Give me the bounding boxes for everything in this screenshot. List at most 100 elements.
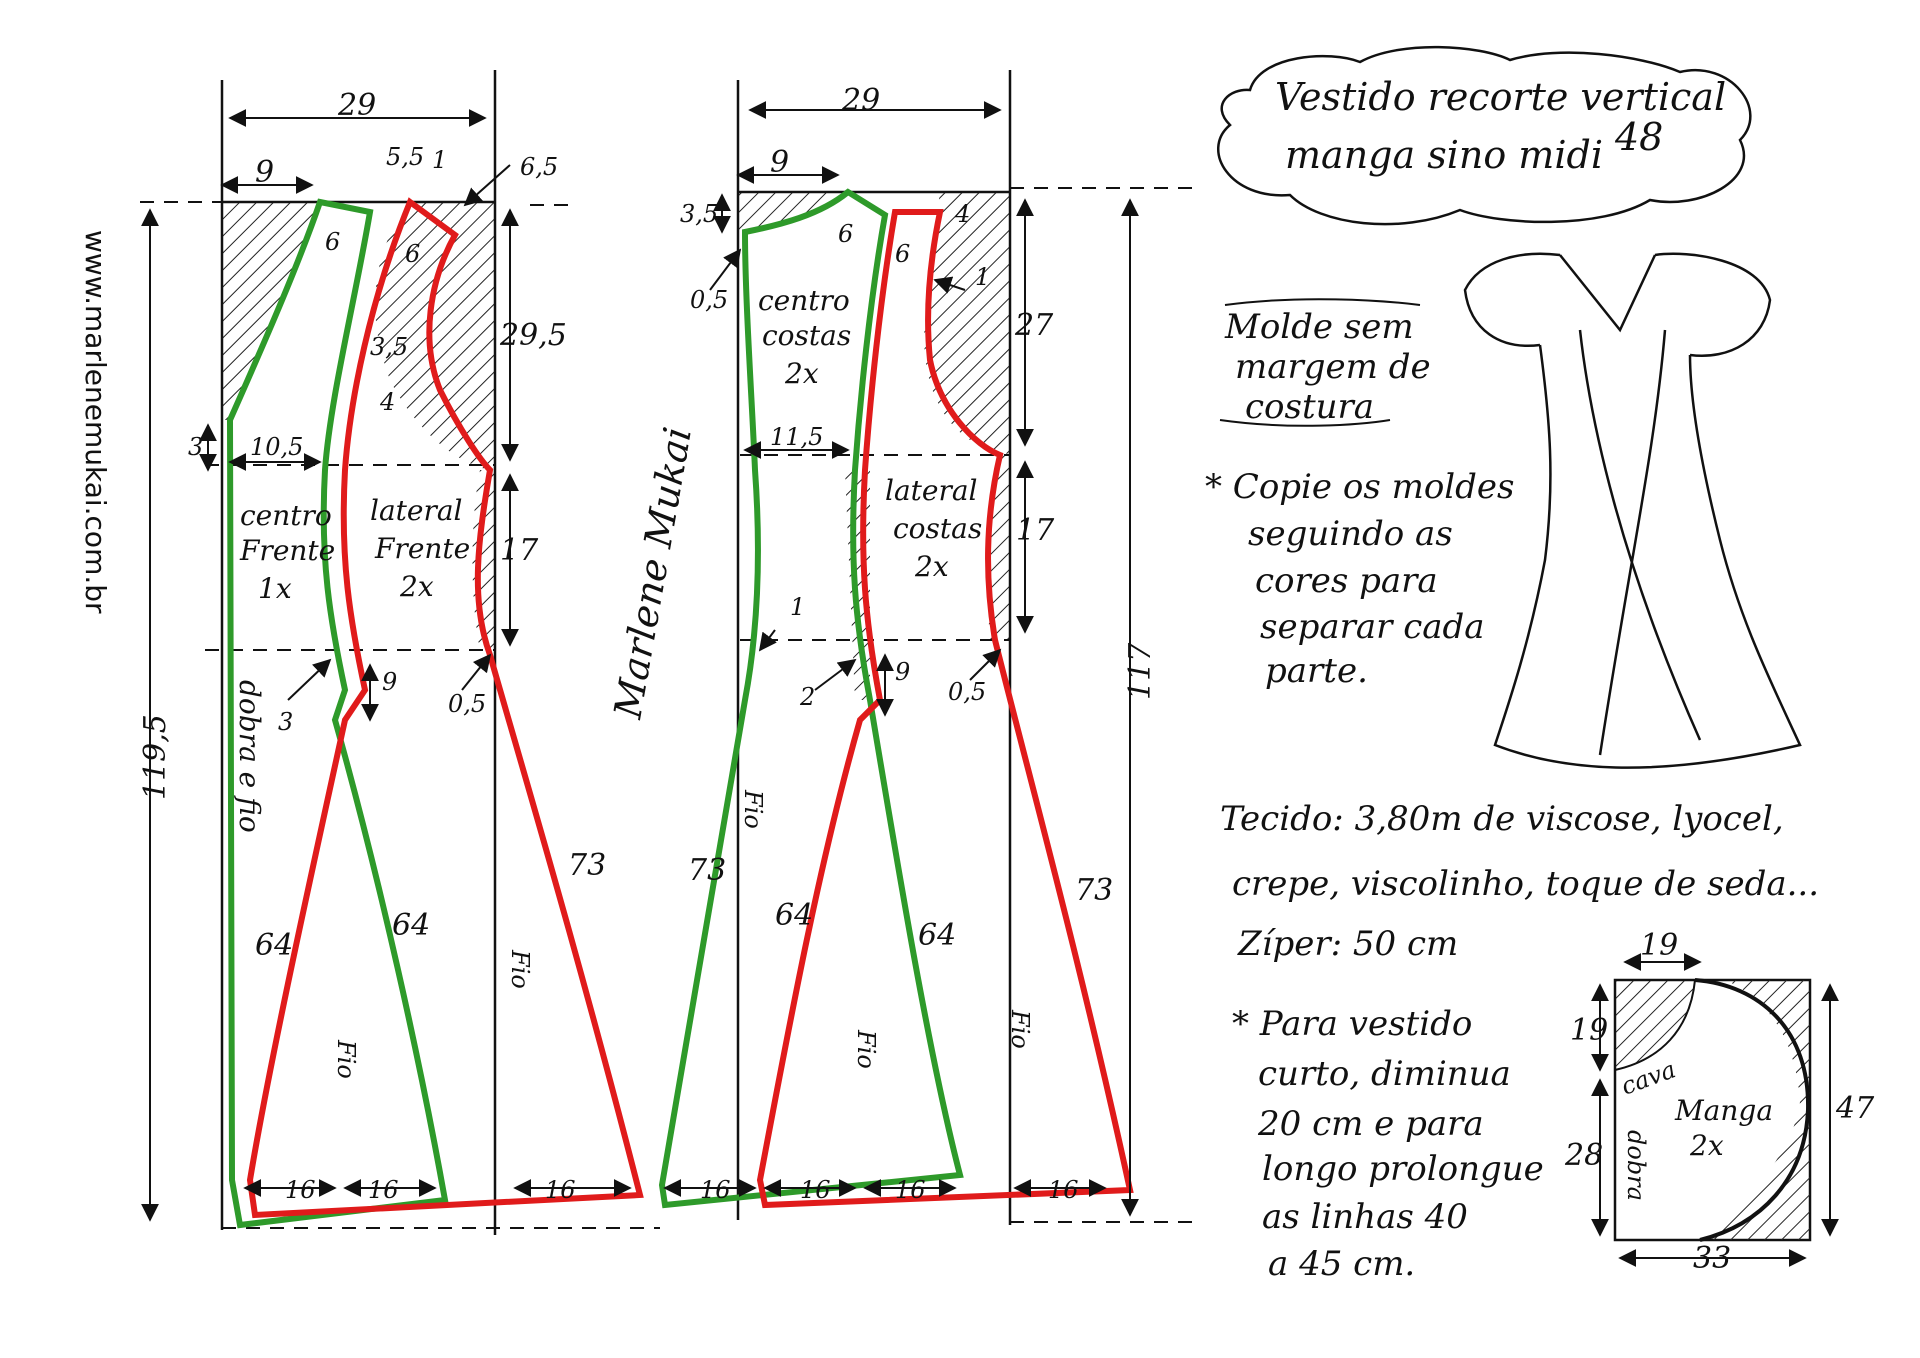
front-l64a-label: 64 <box>255 928 293 963</box>
note-copy-4: separar cada <box>1260 607 1485 647</box>
back-h16d-label: 16 <box>1048 1176 1079 1204</box>
back-side-label-1: lateral <box>885 474 978 507</box>
front-h16b-label: 16 <box>368 1176 399 1204</box>
back-center-label-2: costas <box>762 319 851 352</box>
front-bust-label: 10,5 <box>250 433 303 461</box>
front-h16a-label: 16 <box>285 1176 316 1204</box>
sleeve-bottom-label: 33 <box>1693 1241 1731 1276</box>
front-d65-label: 6,5 <box>520 153 558 181</box>
back-d1-label: 1 <box>975 263 990 291</box>
front-d35-label: 3,5 <box>370 333 408 361</box>
back-d6b-label: 6 <box>895 240 910 268</box>
front-length-label: 119,5 <box>138 714 173 800</box>
title-line-2: manga sino midi <box>1285 133 1603 177</box>
back-center-label-1: centro <box>758 284 850 317</box>
sleeve-fold-label: dobra <box>1622 1130 1650 1201</box>
author-signature: Marlene Mukai <box>605 424 700 723</box>
front-d4-label: 4 <box>379 388 395 416</box>
back-fio2-label: Fio <box>852 1029 880 1069</box>
sleeve-top-label: 19 <box>1640 928 1678 963</box>
title-cloud: Vestido recorte vertical manga sino midi… <box>1217 45 1752 226</box>
dress-sketch-icon <box>1463 252 1802 769</box>
back-d4-label: 4 <box>954 200 970 228</box>
note-copy-1: * Copie os moldes <box>1205 467 1515 507</box>
front-fio2-label: Fio <box>506 949 534 989</box>
front-center-label-3: 1x <box>258 572 292 605</box>
back-h16c-label: 16 <box>895 1176 926 1204</box>
note-copy-3: cores para <box>1255 561 1438 601</box>
back-d2-label: 2 <box>799 683 815 711</box>
back-bust-label: 11,5 <box>770 423 823 451</box>
back-d17-label: 17 <box>1016 513 1055 548</box>
back-l64b-label: 64 <box>918 918 956 953</box>
site-watermark: www.marlenemukai.com.br <box>79 230 112 614</box>
note-short-3: 20 cm e para <box>1257 1104 1484 1144</box>
front-fold-label: dobra e fio <box>233 680 266 833</box>
back-d6a-label: 6 <box>838 220 853 248</box>
front-d05-label: 0,5 <box>448 690 486 718</box>
front-side-label-3: 2x <box>399 570 434 603</box>
front-l73-label: 73 <box>568 848 606 883</box>
back-d9-label: 9 <box>895 658 910 686</box>
note-short-4: longo prolongue <box>1262 1149 1544 1189</box>
pattern-notes: Molde sem margem de costura * Copie os m… <box>1205 298 1819 1284</box>
front-width-label: 29 <box>337 88 376 123</box>
note-short-2: curto, diminua <box>1258 1054 1511 1094</box>
front-d6b-label: 6 <box>405 240 420 268</box>
back-l73a-label: 73 <box>688 853 726 888</box>
back-d05top-label: 0,5 <box>690 286 728 314</box>
sleeve-label-2: 2x <box>1689 1129 1724 1162</box>
back-h16a-label: 16 <box>700 1176 731 1204</box>
front-h16c-label: 16 <box>545 1176 576 1204</box>
back-armhole-label: 27 <box>1014 308 1054 343</box>
note-short-6: a 45 cm. <box>1268 1244 1415 1284</box>
front-center-label-1: centro <box>240 499 332 532</box>
front-d1-label: 1 <box>432 146 447 174</box>
front-fio1-label: Fio <box>332 1039 360 1079</box>
note-no-seam-3: costura <box>1245 387 1374 427</box>
sleeve-d28-label: 28 <box>1564 1138 1603 1173</box>
front-side-label-1: lateral <box>370 494 463 527</box>
note-short-1: * Para vestido <box>1232 1004 1472 1044</box>
note-zipper: Zíper: 50 cm <box>1237 924 1458 964</box>
back-d1b-label: 1 <box>790 593 805 621</box>
note-fabric-1: Tecido: 3,80m de viscose, lyocel, <box>1220 799 1784 839</box>
back-d35-label: 3,5 <box>680 200 718 228</box>
back-l73b-label: 73 <box>1075 873 1113 908</box>
back-side-label-3: 2x <box>914 550 949 583</box>
front-d17-label: 17 <box>500 533 539 568</box>
front-pattern: 29 9 5,5 1 6,5 6 6 3,5 4 29,5 3 10,5 cen… <box>138 70 660 1235</box>
front-d3top-label: 3 <box>188 433 203 461</box>
back-width-label: 29 <box>841 83 880 118</box>
back-d05-label: 0,5 <box>948 678 986 706</box>
back-length-label: 117 <box>1123 642 1158 700</box>
front-center-label-2: Frente <box>239 534 335 567</box>
sleeve-label-1: Manga <box>1674 1094 1773 1127</box>
note-no-seam-2: margem de <box>1235 347 1431 387</box>
title-size: 48 <box>1614 115 1663 159</box>
sleeve-left-label: 19 <box>1570 1013 1608 1048</box>
front-d9-label: 9 <box>382 668 397 696</box>
back-l64a-label: 64 <box>775 898 813 933</box>
front-d6a-label: 6 <box>325 228 340 256</box>
note-copy-2: seguindo as <box>1248 514 1453 554</box>
back-pattern: 29 9 3,5 0,5 6 6 4 1 27 centro costas 2x… <box>530 70 1200 1225</box>
back-fio3-label: Fio <box>1006 1009 1034 1049</box>
note-no-seam-1: Molde sem <box>1224 307 1414 347</box>
note-fabric-2: crepe, viscolinho, toque de seda... <box>1232 864 1819 904</box>
back-center-label-3: 2x <box>784 357 819 390</box>
note-short-5: as linhas 40 <box>1262 1197 1468 1237</box>
sleeve-pattern: 19 19 cava Manga 2x dobra 28 47 33 <box>1564 928 1875 1276</box>
title-line-1: Vestido recorte vertical <box>1275 75 1726 119</box>
front-armhole-label: 29,5 <box>499 318 567 353</box>
back-fio1-label: Fio <box>739 789 767 829</box>
back-h16b-label: 16 <box>800 1176 831 1204</box>
back-neck-label: 9 <box>770 145 789 180</box>
front-neck-label: 9 <box>255 155 274 190</box>
front-d3bot-label: 3 <box>278 708 293 736</box>
note-copy-5: parte. <box>1265 651 1368 691</box>
front-l64b-label: 64 <box>392 908 430 943</box>
back-side-label-2: costas <box>893 512 982 545</box>
front-side-label-2: Frente <box>374 532 470 565</box>
